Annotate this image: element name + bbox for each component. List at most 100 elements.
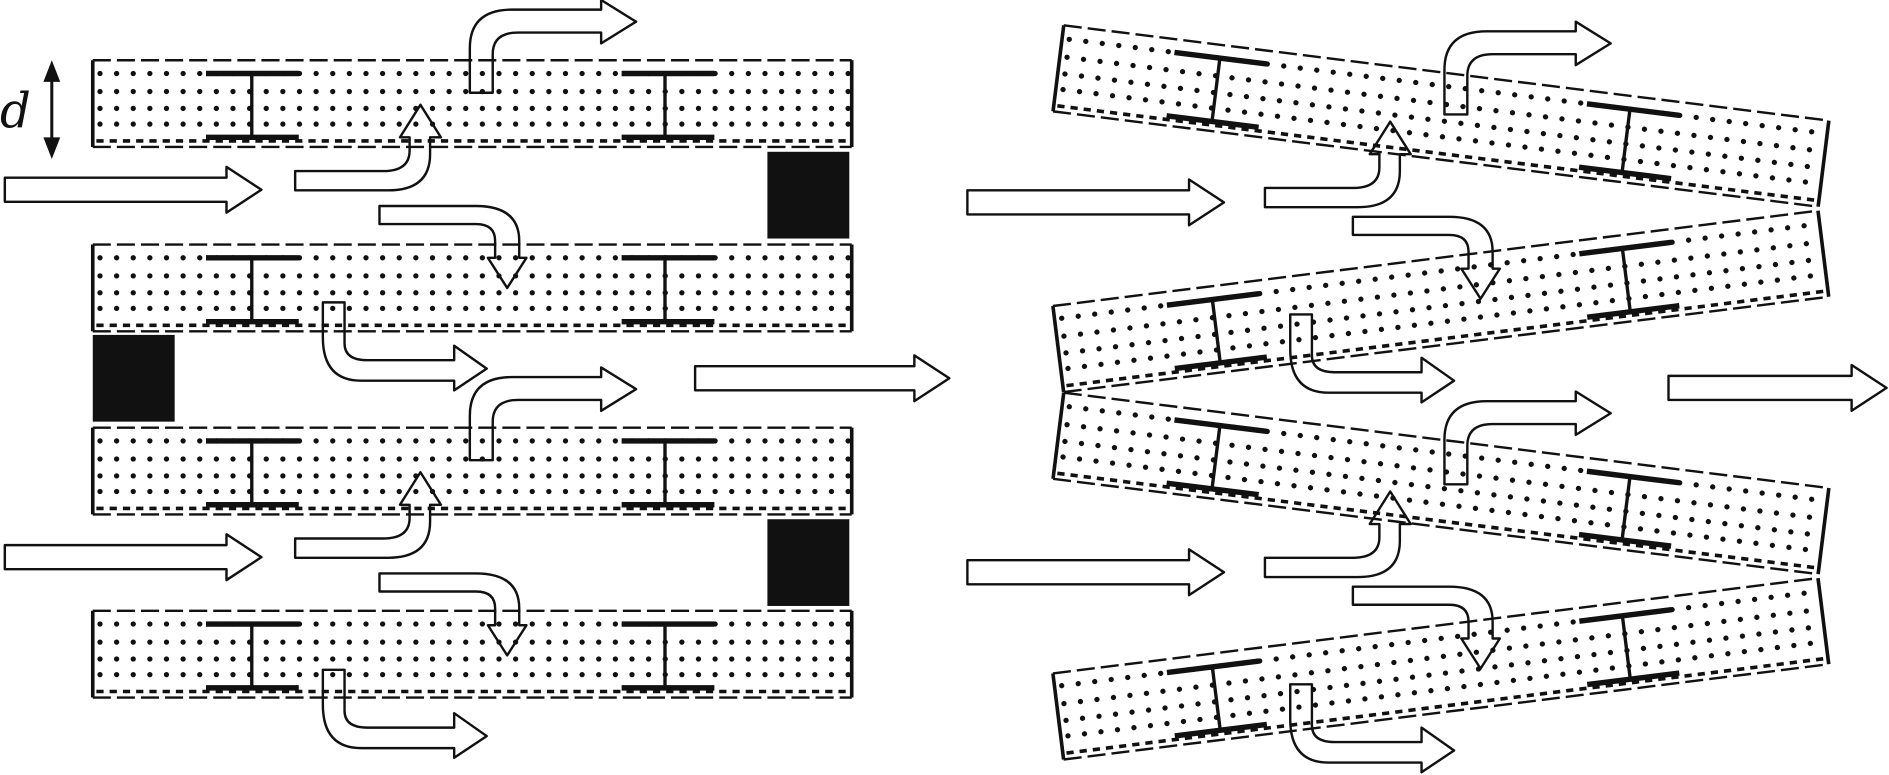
arrow-down-head-icon: [43, 137, 61, 160]
i-beam-spacer: [1578, 468, 1680, 549]
i-beam-spacer: [1166, 658, 1268, 739]
flow-into-sheet-arrow: [1351, 215, 1502, 300]
sheet-right-edge: [1816, 487, 1831, 575]
sheet-bottom-border: [1063, 295, 1829, 394]
sheet-bottom-border: [1052, 110, 1819, 208]
i-beam-spacer: [1578, 101, 1680, 182]
flow-into-sheet-arrow: [1263, 490, 1412, 579]
thickness-dimension: d: [0, 60, 61, 160]
i-beam-bottom-flange: [1586, 670, 1680, 688]
feed-flow-arrow: [3, 533, 263, 582]
fiber-dot-row: [1063, 256, 1825, 356]
i-beam-spacer: [621, 255, 715, 325]
spacer-block: [92, 334, 175, 422]
fiber-dot-row: [1063, 623, 1825, 724]
i-beam-spacer: [1166, 290, 1268, 372]
feed-flow-arrow: [3, 165, 263, 214]
fiber-dot-row: [1061, 606, 1823, 707]
membrane-sheet: [1051, 209, 1831, 394]
i-beam-bottom-flange: [1578, 164, 1672, 182]
fiber-dot-row: [1061, 239, 1823, 339]
sheet-top-border: [1052, 576, 1819, 675]
outflow-arrow: [1667, 363, 1888, 413]
flow-into-sheet-arrow: [293, 103, 443, 192]
fiber-dot-row: [1060, 454, 1822, 554]
zigzag-sheets-panel: [966, 20, 1888, 774]
i-beam-spacer: [206, 255, 299, 325]
permeate-out-arrow: [468, 0, 638, 94]
i-beam-spacer: [1579, 239, 1680, 320]
flow-into-sheet-arrow: [378, 204, 528, 290]
i-beam-spacer: [1579, 607, 1680, 688]
fiber-dot-row: [1066, 404, 1828, 504]
membrane-sheet: [90, 609, 854, 699]
flow-into-sheet-arrow: [378, 572, 528, 657]
fiber-dash-row: [1057, 104, 1817, 203]
i-beam-spacer: [1166, 417, 1267, 498]
i-beam-web: [1620, 248, 1632, 312]
sheet-bottom-border: [1052, 477, 1819, 576]
membrane-sheet: [1051, 576, 1831, 761]
permeate-out-arrow: [321, 301, 488, 392]
sheet-bottom-border: [1063, 663, 1829, 761]
membrane-sheet: [1051, 391, 1831, 576]
fiber-dot-row: [1059, 221, 1820, 321]
permeate-out-arrow: [1443, 390, 1612, 486]
i-beam-web: [1620, 108, 1632, 173]
fiber-dot-row: [1062, 438, 1824, 539]
fiber-dash-row: [1066, 656, 1826, 755]
outflow-arrow: [693, 354, 951, 403]
spacer-block: [767, 151, 850, 239]
fiber-dot-row: [1065, 271, 1827, 372]
permeate-out-arrow: [1443, 20, 1612, 116]
flow-into-sheet-arrow: [1351, 585, 1502, 670]
i-beam-top-flange: [1586, 101, 1680, 118]
membrane-sheet: [90, 426, 854, 516]
feed-flow-arrow: [966, 548, 1226, 597]
flow-into-sheet-arrow: [1263, 120, 1412, 209]
sheet-left-edge: [1051, 25, 1066, 112]
feed-flow-arrow: [966, 178, 1226, 227]
i-beam-web: [1620, 615, 1632, 680]
fiber-dot-row: [1065, 639, 1827, 739]
i-beam-bottom-flange: [1586, 302, 1680, 320]
i-beam-top-flange: [1166, 290, 1260, 308]
i-beam-top-flange: [1579, 239, 1672, 257]
i-beam-web: [1210, 425, 1222, 490]
i-beam-web: [1620, 476, 1632, 541]
sheet-right-edge: [1816, 210, 1831, 297]
sheet-right-edge: [1816, 120, 1831, 207]
i-beam-spacer: [621, 621, 715, 691]
i-beam-top-flange: [1579, 607, 1672, 624]
fiber-dot-row: [1062, 71, 1824, 171]
spacer-block: [767, 519, 850, 606]
flow-into-sheet-arrow: [293, 471, 443, 559]
i-beam-spacer: [1166, 49, 1267, 130]
thickness-label: d: [0, 84, 31, 140]
i-beam-bottom-flange: [1166, 480, 1259, 498]
fiber-dot-row: [1060, 86, 1822, 187]
arrow-up-head-icon: [43, 60, 61, 82]
fiber-dot-row: [1066, 36, 1828, 137]
i-beam-spacer: [621, 70, 715, 141]
fiber-dash-row: [1057, 471, 1817, 570]
permeate-out-arrow: [1289, 313, 1456, 404]
i-beam-spacer: [621, 438, 715, 508]
i-beam-top-flange: [1166, 658, 1260, 676]
i-beam-bottom-flange: [1166, 113, 1259, 130]
parallel-sheets-panel: [3, 0, 951, 759]
membrane-sheet: [90, 243, 854, 333]
membrane-sheet: [1051, 24, 1831, 208]
sheet-left-edge: [1051, 305, 1066, 393]
i-beam-web: [1210, 57, 1222, 122]
i-beam-web: [1210, 299, 1222, 364]
i-beam-spacer: [206, 438, 299, 508]
i-beam-bottom-flange: [1578, 531, 1672, 549]
permeate-out-arrow: [321, 668, 488, 759]
sheet-left-edge: [1051, 673, 1066, 760]
fiber-dash-row: [1066, 289, 1826, 388]
i-beam-web: [1210, 666, 1222, 731]
fiber-dot-row: [1059, 588, 1820, 689]
permeate-out-arrow: [468, 366, 638, 462]
